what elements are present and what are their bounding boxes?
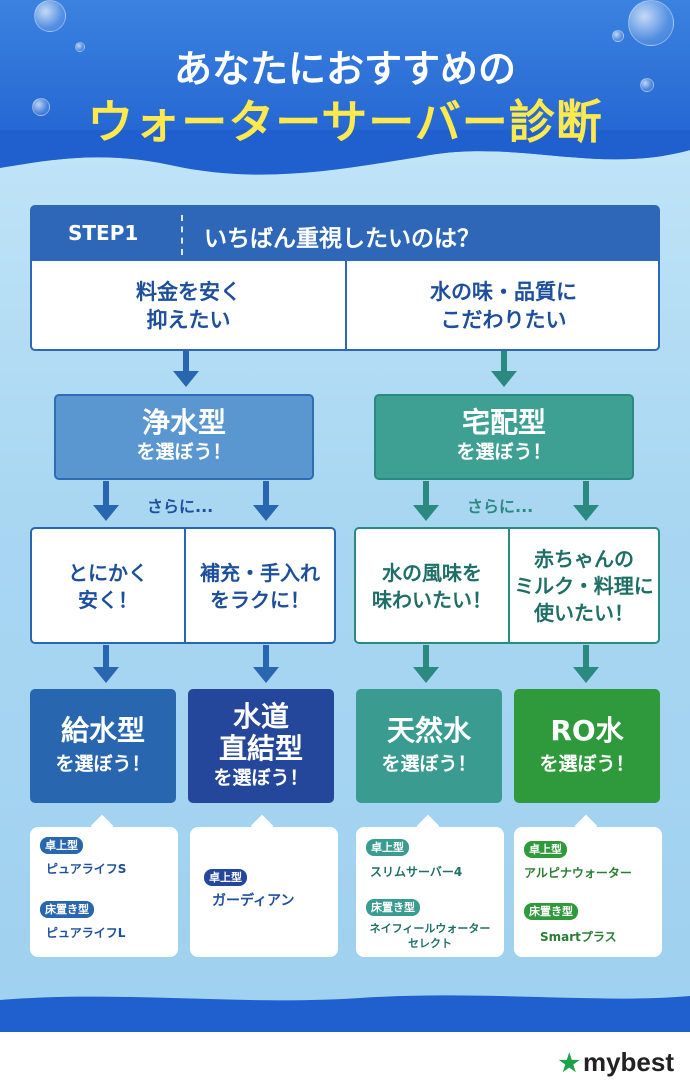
bottom-wave bbox=[0, 995, 690, 1032]
product-name: ピュアライフL bbox=[46, 926, 126, 940]
result-sub: を選ぼう！ bbox=[539, 753, 635, 775]
bubble-decoration bbox=[34, 0, 66, 32]
step-label: STEP1 bbox=[68, 221, 139, 245]
result-name: 給水型 bbox=[60, 714, 145, 747]
badge-floor: 床置き型 bbox=[40, 901, 94, 918]
product-name: ピュアライフS bbox=[46, 862, 127, 876]
product-name: ガーディアン bbox=[212, 893, 295, 909]
logo-text: mybest bbox=[582, 1047, 674, 1077]
product-card: 卓上型 ピュアライフS 床置き型 ピュアライフL bbox=[30, 814, 178, 957]
type-box-delivery: 宅配型 を選ぼう！ bbox=[374, 394, 634, 480]
star-icon: ★ bbox=[558, 1050, 580, 1077]
sub-options-left: とにかく 安く！ 補充・手入れ をラクに！ bbox=[30, 527, 336, 644]
option-divider bbox=[345, 261, 347, 349]
result-box-direct: 水道 直結型 を選ぼう！ bbox=[188, 689, 334, 803]
product-name: Smartプラス bbox=[540, 930, 617, 944]
product-card: 卓上型 ガーディアン bbox=[190, 814, 338, 957]
result-name: 水道 直結型 bbox=[218, 700, 303, 765]
mybest-logo: ★mybest bbox=[558, 1047, 674, 1078]
sub-divider bbox=[184, 529, 186, 644]
sarani-label-right: さらに... bbox=[467, 497, 534, 516]
option-save-cost: 料金を安く 抑えたい bbox=[136, 280, 241, 332]
result-box-natural: 天然水 を選ぼう！ bbox=[356, 689, 502, 803]
title-line-1: あなたにおすすめの bbox=[173, 47, 516, 91]
type-sub: を選ぼう！ bbox=[456, 441, 552, 463]
bubble-decoration bbox=[628, 0, 674, 46]
product-name: スリムサーバー4 bbox=[370, 865, 463, 879]
badge-tabletop: 卓上型 bbox=[40, 837, 83, 854]
product-name: ネイフィールウォーター セレクト bbox=[369, 922, 491, 950]
type-box-purifier: 浄水型 を選ぼう！ bbox=[54, 394, 314, 480]
result-box-dispenser: 給水型 を選ぼう！ bbox=[30, 689, 176, 803]
type-name: 浄水型 bbox=[141, 406, 226, 439]
option-water-quality: 水の味・品質に こだわりたい bbox=[430, 280, 577, 332]
bubble-decoration bbox=[612, 30, 624, 42]
result-sub: を選ぼう！ bbox=[381, 753, 477, 775]
step-question: いちばん重視したいのは？ bbox=[204, 226, 480, 252]
badge-tabletop: 卓上型 bbox=[204, 869, 247, 886]
result-sub: を選ぼう！ bbox=[55, 753, 151, 775]
result-sub: を選ぼう！ bbox=[213, 767, 309, 789]
product-card: 卓上型 アルピナウォーター 床置き型 Smartプラス bbox=[514, 814, 662, 957]
step1-header: STEP1 いちばん重視したいのは？ bbox=[30, 205, 660, 261]
sub-option-baby: 赤ちゃんの ミルク・料理に 使いたい！ bbox=[514, 547, 654, 625]
bubble-decoration bbox=[640, 78, 654, 92]
sarani-label-left: さらに... bbox=[147, 497, 214, 516]
product-card: 卓上型 スリムサーバー4 床置き型 ネイフィールウォーター セレクト bbox=[356, 814, 504, 957]
sub-options-right: 水の風味を 味わいたい！ 赤ちゃんの ミルク・料理に 使いたい！ bbox=[354, 527, 660, 644]
step-separator bbox=[181, 215, 183, 255]
result-name: 天然水 bbox=[386, 714, 471, 747]
bubble-decoration bbox=[32, 98, 50, 116]
result-name: RO水 bbox=[550, 714, 624, 747]
badge-floor: 床置き型 bbox=[366, 899, 420, 916]
badge-tabletop: 卓上型 bbox=[524, 841, 567, 858]
title-line-2: ウォーターサーバー診断 bbox=[87, 95, 603, 149]
header-wave bbox=[0, 130, 690, 175]
sub-option-cheap: とにかく 安く！ bbox=[68, 560, 148, 612]
product-name: アルピナウォーター bbox=[524, 866, 632, 880]
type-name: 宅配型 bbox=[461, 406, 546, 439]
step1-options: 料金を安く 抑えたい 水の味・品質に こだわりたい bbox=[30, 261, 660, 351]
sub-divider bbox=[508, 529, 510, 644]
badge-floor: 床置き型 bbox=[524, 903, 578, 920]
result-box-ro: RO水 を選ぼう！ bbox=[514, 689, 660, 803]
type-sub: を選ぼう！ bbox=[136, 441, 232, 463]
sub-option-easy-care: 補充・手入れ をラクに！ bbox=[200, 560, 320, 612]
badge-tabletop: 卓上型 bbox=[366, 839, 409, 856]
sub-option-taste: 水の風味を 味わいたい！ bbox=[372, 560, 492, 612]
bubble-decoration bbox=[75, 42, 85, 52]
